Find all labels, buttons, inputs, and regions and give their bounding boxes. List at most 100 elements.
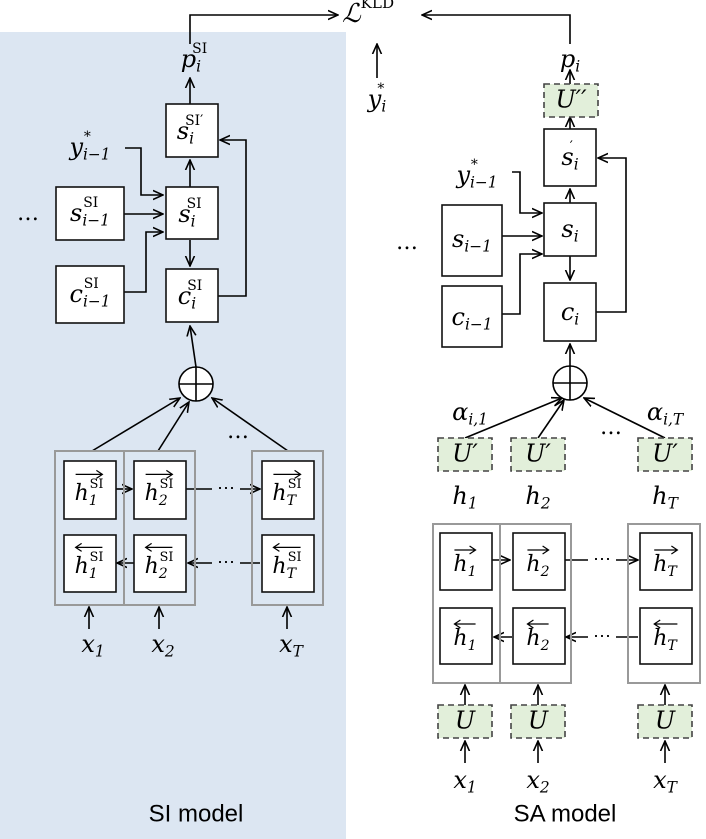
si-s-prev-label-symbol: s: [70, 199, 82, 227]
sa-attn-line-1: [464, 398, 562, 439]
sa-attn-adapter-box-2: [510, 437, 566, 472]
sa-attn-adapter-box-3: [637, 437, 693, 472]
sa-prev-target-label-superscript: *: [471, 157, 478, 173]
sa-output-label: pi: [560, 45, 580, 76]
sa-s-box: [543, 202, 597, 257]
si-c-prev-label-superscript: SI: [84, 276, 99, 292]
sa-state-label-1: h1: [452, 482, 477, 513]
sa-c-prev-arrow: [502, 254, 542, 315]
sa-prev-target-label: yi−1*: [455, 157, 497, 192]
sa-state-label-2-subscript: 2: [540, 495, 551, 513]
sa-s-label-symbol: s: [561, 215, 573, 243]
si-s-prime-label: siSI′: [177, 113, 204, 148]
si-s-label-subscript: i: [191, 213, 196, 231]
sa-bwd-box-1: [439, 607, 493, 665]
sa-input-adapter-label-2: U: [528, 707, 549, 735]
sa-state-label-1-symbol: h: [452, 482, 467, 510]
si-fwd-box-3: [261, 460, 315, 520]
si-s-label-symbol: s: [178, 200, 190, 228]
si-input-label-2-subscript: 2: [164, 643, 175, 661]
sa-prev-target-label-symbol: y: [455, 161, 470, 189]
sa-c-prev-label-subscript: i−1: [465, 316, 493, 334]
sa-attn-adapter-label-2: U′: [525, 440, 551, 468]
si-input-label-3-symbol: x: [279, 630, 293, 658]
si-bwd-label-1-symbol: h: [75, 554, 89, 579]
si-fwd-label-3-vector-arrow: [273, 469, 302, 479]
sa-bwd-label-3: hT: [653, 626, 678, 654]
node-boxes: [54, 83, 701, 739]
sa-attn-adapter-box-1: [437, 437, 493, 472]
si-plus-node-cross: [179, 367, 213, 401]
si-ellipsis: …: [17, 201, 39, 226]
sa-fwd-label-2-symbol: h: [526, 552, 540, 577]
sa-input-label-3-subscript: T: [667, 779, 679, 797]
sa-c-label-symbol: c: [561, 298, 574, 326]
sa-bwd-label-1-subscript: 1: [468, 638, 477, 654]
si-bwd-box-1: [63, 534, 117, 593]
sa-bwd-ellipsis: ⋯: [593, 626, 611, 647]
sa-output-label-symbol: p: [560, 45, 575, 73]
connection-lines: [89, 15, 665, 763]
si-group-2: [123, 450, 196, 606]
si-fwd-label-3-symbol: h: [272, 481, 286, 506]
target-label-superscript: *: [377, 81, 384, 97]
node-labels: ℒKLDyi*piSIsiSI′siSIciSIyi−1*…si−1SIci−1…: [17, 0, 685, 827]
sa-input-label-1-subscript: 1: [467, 779, 477, 797]
si-output-label-subscript: i: [196, 58, 201, 76]
si-bwd-label-3-symbol: h: [272, 554, 286, 579]
si-output-label-superscript: SI: [192, 41, 207, 57]
si-prev-target-label-subscript: i−1: [83, 146, 111, 164]
sa-input-label-1-symbol: x: [453, 766, 467, 794]
sa-model-caption: SA model: [514, 800, 617, 827]
sa-input-adapter-label-3: U: [655, 707, 676, 735]
target-label: yi*: [367, 81, 387, 116]
sa-group-2: [499, 523, 572, 684]
sa-alpha-last-label-symbol: α: [647, 398, 663, 426]
si-input-label-3-subscript: T: [293, 643, 305, 661]
sa-alpha-first-label: αi,1: [452, 398, 488, 429]
sa-ellipsis: …: [396, 230, 418, 255]
sa-s-prev-label-symbol: s: [452, 225, 464, 253]
sa-fwd-label-1-subscript: 1: [468, 564, 477, 580]
sa-fwd-label-3-vector-arrow: [654, 545, 679, 555]
si-s-label-superscript: SI: [187, 196, 202, 212]
loss-kld-label-symbol: ℒ: [342, 0, 362, 29]
si-bwd-label-2-superscript: SI: [160, 549, 174, 564]
si-plus-to-c-arrow: [190, 326, 197, 368]
si-c-label-subscript: i: [191, 295, 196, 313]
si-s-label: siSI: [178, 196, 201, 231]
sa-attn-line-3: [584, 398, 666, 439]
si-output-to-loss-arrow: [189, 15, 338, 44]
sa-fwd-box-3: [639, 532, 693, 591]
sa-bwd-label-2-subscript: 2: [540, 638, 550, 654]
si-c-prev-arrow: [124, 232, 163, 293]
sa-s-prime-box: [543, 128, 597, 187]
sa-bwd-label-2-vector-arrow: [526, 619, 549, 629]
si-input-label-2-symbol: x: [151, 630, 165, 658]
si-s-prime-label-symbol: s: [177, 117, 189, 145]
sa-bwd-label-3-symbol: h: [653, 626, 667, 651]
sa-input-adapter-label-1: U: [455, 707, 476, 735]
si-s-prime-label-superscript: SI′: [185, 113, 203, 129]
sa-fwd-label-1: h1: [453, 552, 476, 580]
si-c-label-symbol: c: [178, 282, 191, 310]
sa-input-adapter-box-2: [510, 704, 566, 739]
sa-s-prime-label-symbol: s: [561, 143, 573, 171]
sa-fwd-label-1-symbol: h: [453, 552, 467, 577]
si-model-caption: SI model: [149, 800, 244, 827]
si-fwd-box-1: [63, 460, 117, 520]
si-bwd-label-1-vector-arrow: [74, 542, 103, 552]
si-fwd-box-2: [133, 460, 187, 520]
si-bwd-box-2: [133, 534, 187, 593]
sa-alpha-first-label-subscript: i,1: [468, 411, 488, 429]
sa-s-prime-label-subscript: i: [574, 156, 579, 174]
sa-s-label-subscript: i: [574, 228, 579, 246]
sa-bwd-box-2: [512, 607, 566, 665]
sa-output-label-subscript: i: [575, 58, 580, 76]
sa-state-label-3-symbol: h: [652, 482, 667, 510]
sa-attn-adapter-label-1: U′: [452, 440, 478, 468]
si-bwd-label-3-vector-arrow: [272, 542, 301, 552]
si-fwd-label-3: hTSI: [272, 476, 301, 509]
si-c-prev-label: ci−1SI: [69, 276, 110, 311]
sa-fwd-box-2: [512, 532, 566, 591]
